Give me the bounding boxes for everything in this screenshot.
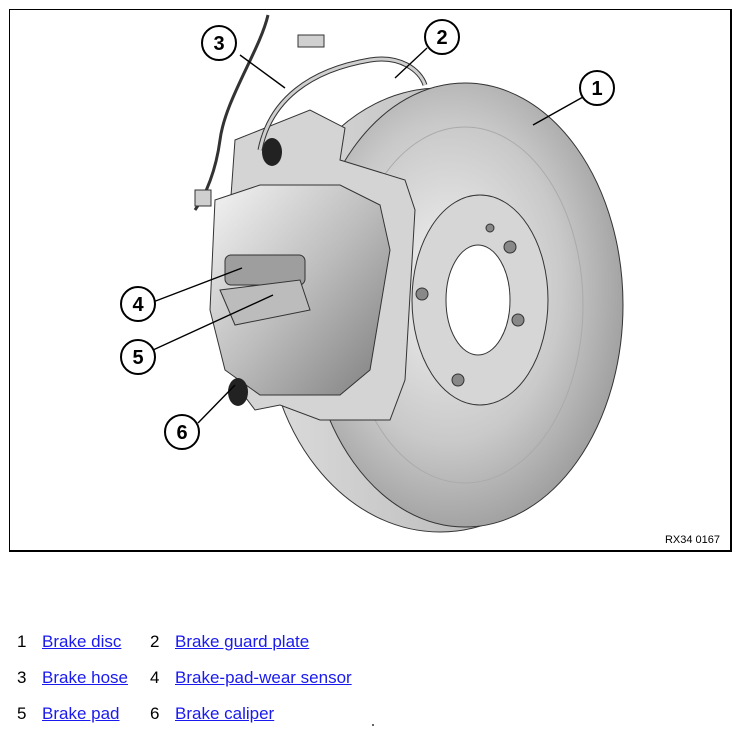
callout-circle-3	[201, 25, 237, 61]
callout-group: 1 2 3 4 5 6	[120, 19, 615, 450]
wheel-bolt-hole	[485, 223, 495, 233]
figure-code: RX34 0167	[664, 534, 720, 546]
legend-link-brake-guard-plate[interactable]: Brake guard plate	[175, 632, 310, 651]
callout-number-4: 4	[132, 294, 144, 316]
callout-number-5: 5	[132, 347, 143, 369]
callout-number-3: 3	[213, 33, 224, 55]
wheel-bolt-hole	[511, 313, 525, 327]
brake-hose-shape-inner	[258, 57, 427, 151]
legend-number: 1	[17, 632, 27, 651]
callout-circle-1	[579, 70, 615, 106]
wheel-bolt-hole	[451, 373, 465, 387]
legend-row: 3 Brake hose 4 Brake-pad-wear sensor	[17, 660, 352, 696]
callout-circle-4	[120, 286, 156, 322]
legend-link-brake-hose[interactable]: Brake hose	[42, 668, 128, 687]
wear-sensor-clip	[194, 189, 212, 207]
callout-circle-2	[424, 19, 460, 55]
callout-number-2: 2	[436, 27, 447, 49]
wheel-bolt-hole	[503, 240, 517, 254]
parts-legend: 1 Brake disc 2 Brake guard plate 3 Brake…	[17, 624, 352, 732]
brake-pad-shape	[219, 279, 311, 326]
legend-row: 1 Brake disc 2 Brake guard plate	[17, 624, 352, 660]
legend-row: 5 Brake pad 6 Brake caliper	[17, 696, 352, 732]
callout-circle-5	[120, 339, 156, 375]
brake-assembly-illustration: 1 2 3 4 5 6	[120, 14, 624, 533]
callout-number-6: 6	[176, 422, 187, 444]
brake-assembly-figure: 1 2 3 4 5 6 RX34 0167	[9, 9, 732, 552]
legend-number: 6	[150, 704, 160, 723]
wheel-hub-bore	[445, 244, 511, 356]
legend-number: 5	[17, 704, 27, 723]
brake-line-fitting	[297, 34, 325, 48]
legend-link-brake-pad-wear-sensor[interactable]: Brake-pad-wear sensor	[175, 668, 352, 687]
legend-number: 3	[17, 668, 27, 687]
wheel-bolt-hole	[415, 287, 429, 301]
stray-dot	[372, 724, 374, 726]
callout-circle-6	[164, 414, 200, 450]
guide-pin-bush	[262, 138, 282, 166]
legend-link-brake-disc[interactable]: Brake disc	[42, 632, 122, 651]
leader-lines	[152, 47, 584, 424]
legend-number: 4	[150, 668, 160, 687]
legend-link-brake-pad[interactable]: Brake pad	[42, 704, 120, 723]
legend-link-brake-caliper[interactable]: Brake caliper	[175, 704, 275, 723]
legend-number: 2	[150, 632, 160, 651]
guide-pin-bush	[228, 378, 248, 406]
callout-number-1: 1	[591, 78, 602, 100]
